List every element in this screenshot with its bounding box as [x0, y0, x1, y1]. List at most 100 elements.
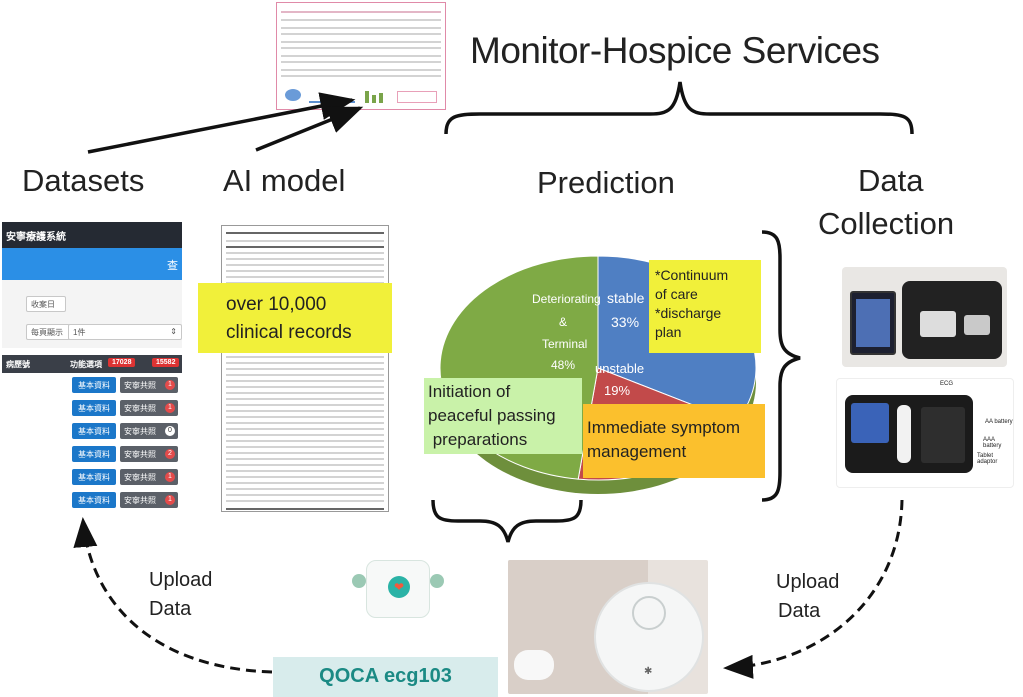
page-title: Monitor-Hospice Services: [470, 30, 880, 71]
upload-right-label-2: Data: [778, 600, 821, 622]
hospice-shared-care-button[interactable]: 安寧共照 1: [120, 492, 178, 508]
slice-value-unstable: 19%: [604, 383, 631, 398]
ehr-filter-form: 收案日 每頁顯示 1件 ⇕: [2, 280, 182, 348]
slice-label-terminal-1: Deteriorating: [532, 292, 601, 306]
hospice-shared-care-button[interactable]: 安寧共照 1: [120, 377, 178, 393]
upload-left-label-1: Upload: [149, 569, 213, 591]
slice-label-terminal-3: Terminal: [542, 337, 588, 351]
select-arrows-icon: ⇕: [170, 327, 177, 336]
basic-info-button[interactable]: 基本資料: [72, 446, 116, 462]
ehr-row: 基本資料安寧共照 0: [72, 423, 178, 439]
hospice-shared-care-label: 安寧共照: [124, 381, 156, 390]
records-callout: over 10,000 clinical records: [198, 283, 392, 353]
ehr-per-page-label: 每頁顯示: [26, 324, 70, 340]
hospice-shared-care-label: 安寧共照: [124, 473, 156, 482]
continuum-line-4: plan: [655, 324, 682, 340]
peaceful-passing-callout: Initiation of peaceful passing preparati…: [424, 378, 582, 454]
peaceful-line-1: Initiation of: [428, 382, 511, 401]
continuum-line-3: *discharge: [655, 305, 722, 321]
kit-label-aa-battery: AA battery: [985, 419, 1013, 425]
dashboard-thumbnail: [276, 2, 446, 110]
hospice-shared-care-label: 安寧共照: [124, 427, 156, 436]
tablet-kit-photo: [842, 267, 1007, 367]
records-line-2: clinical records: [226, 322, 352, 343]
top-brace: [444, 81, 914, 135]
ehr-per-page-value: 1件: [73, 328, 86, 337]
ehr-row: 基本資料安寧共照 1: [72, 400, 178, 416]
slice-value-stable: 33%: [611, 314, 640, 330]
ehr-row: 基本資料安寧共照 1: [72, 492, 178, 508]
continuum-line-1: *Continuum: [655, 267, 729, 283]
bp-monitor: [851, 403, 889, 443]
ehr-count-badge-1: 17028: [108, 358, 136, 367]
peaceful-line-3: preparations: [428, 430, 528, 449]
ehr-app-title: 安寧療護系統: [2, 222, 182, 248]
thermo-device-photo: ✱: [508, 560, 708, 694]
kit-label-aaa-battery: AAA battery: [983, 437, 1002, 449]
thermometer: [897, 405, 911, 463]
immediate-line-2: management: [587, 442, 687, 461]
ecg-device-photo: ❤: [352, 560, 444, 618]
kit-case: [902, 281, 1002, 359]
hospice-shared-care-button[interactable]: 安寧共照 2: [120, 446, 178, 462]
notification-badge: 1: [165, 472, 175, 482]
tablet-device: [850, 291, 896, 355]
basic-info-button[interactable]: 基本資料: [72, 400, 116, 416]
continuum-callout: *Continuum of care *discharge plan: [649, 260, 761, 353]
basic-info-button[interactable]: 基本資料: [72, 492, 116, 508]
ehr-col-patient: 病歷號: [6, 360, 30, 369]
ehr-search-label: 查: [167, 260, 178, 272]
immediate-line-1: Immediate symptom: [587, 418, 741, 437]
basic-info-button[interactable]: 基本資料: [72, 377, 116, 393]
hospice-shared-care-button[interactable]: 安寧共照 0: [120, 423, 178, 439]
ehr-case-day-field[interactable]: 收案日: [26, 296, 66, 312]
ehr-count-badge-2: 15582: [152, 358, 180, 367]
slice-value-terminal: 48%: [551, 358, 576, 372]
clinical-table-image: [221, 225, 389, 512]
notification-badge: 2: [165, 449, 175, 459]
datasets-label: Datasets: [22, 163, 145, 198]
ehr-system-screenshot: 安寧療護系統 查 收案日 每頁顯示 1件 ⇕ 病歷號 功能選項 17028 155…: [2, 222, 182, 512]
kit-label-ecg: ECG: [940, 381, 954, 387]
upload-left-label-2: Data: [149, 598, 192, 620]
data-collection-label-2: Collection: [818, 206, 955, 241]
immediate-symptom-callout: Immediate symptom management: [583, 404, 765, 478]
right-brace: [761, 230, 801, 502]
slice-label-stable: stable: [607, 290, 645, 306]
kit-label-tablet-adaptor: Tablet adaptor: [977, 453, 998, 465]
bluetooth-icon: ✱: [644, 666, 653, 677]
upload-left-arrow: [73, 517, 273, 674]
prediction-label: Prediction: [537, 165, 675, 200]
notification-badge: 1: [165, 403, 175, 413]
notification-badge: 1: [165, 495, 175, 505]
ehr-row: 基本資料安寧共照 2: [72, 446, 178, 462]
hospice-shared-care-button[interactable]: 安寧共照 1: [120, 400, 178, 416]
device-kit-photo: ECG AA battery AAA battery Tablet adapto…: [836, 378, 1014, 488]
basic-info-button[interactable]: 基本資料: [72, 423, 116, 439]
ehr-per-page-select[interactable]: 1件 ⇕: [68, 324, 182, 340]
continuum-line-2: of care: [655, 286, 698, 302]
ehr-header-bar: 查: [2, 248, 182, 280]
heart-icon: ❤: [388, 576, 410, 598]
peaceful-line-2: peaceful passing: [428, 406, 556, 425]
ehr-table-header: 病歷號 功能選項 17028 15582: [2, 355, 182, 373]
hospice-shared-care-label: 安寧共照: [124, 496, 156, 505]
basic-info-button[interactable]: 基本資料: [72, 469, 116, 485]
notification-badge: 1: [165, 380, 175, 390]
data-collection-label-1: Data: [858, 163, 924, 198]
ai-model-label: AI model: [223, 163, 346, 198]
battery-slot: [921, 407, 965, 463]
bottom-brace: [431, 499, 583, 543]
qoca-ecg-label: QOCA ecg103: [273, 657, 498, 697]
hospice-shared-care-button[interactable]: 安寧共照 1: [120, 469, 178, 485]
ai-model-arrow: [255, 106, 364, 152]
hospice-shared-care-label: 安寧共照: [124, 404, 156, 413]
slice-label-unstable: unstable: [595, 361, 645, 376]
notification-badge: 0: [165, 426, 175, 436]
ehr-row: 基本資料安寧共照 1: [72, 377, 178, 393]
records-line-1: over 10,000: [226, 294, 327, 315]
open-case: [845, 395, 973, 473]
ehr-row: 基本資料安寧共照 1: [72, 469, 178, 485]
ehr-col-function: 功能選項: [70, 360, 102, 369]
hospice-shared-care-label: 安寧共照: [124, 450, 156, 459]
